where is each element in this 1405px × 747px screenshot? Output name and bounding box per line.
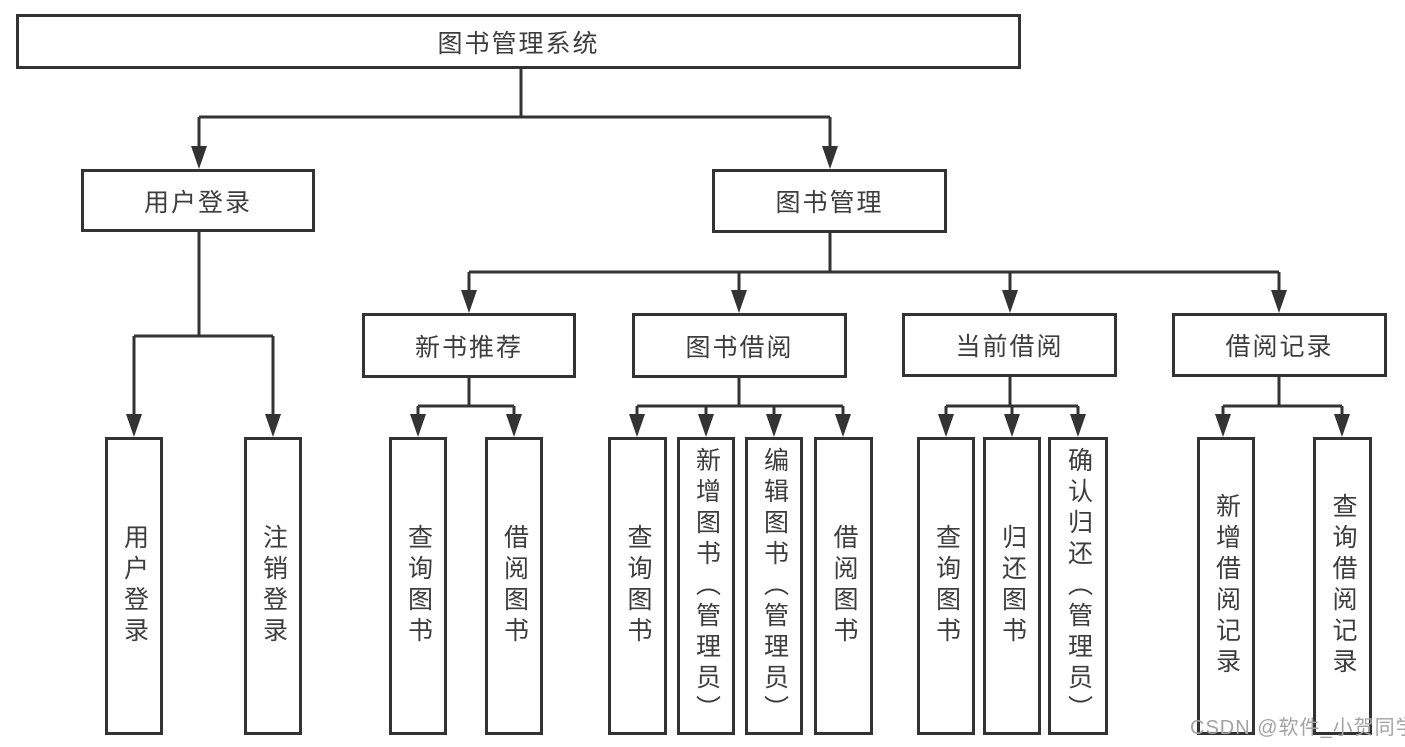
leaf-label: 注销登录 (259, 524, 288, 648)
leaf-label: 新增借阅记录 (1212, 493, 1241, 679)
node-label: 借阅记录 (1225, 333, 1334, 361)
leaf-borrow-query-book: 查询图书 (608, 437, 667, 735)
leaf-current-query-book: 查询图书 (917, 437, 975, 735)
leaf-borrow-edit-book-admin: 编辑图书（管理员） (745, 437, 803, 735)
leaf-label: 查询图书 (624, 524, 652, 648)
leaf-label: 用户登录 (120, 524, 149, 648)
node-label: 图书管理系统 (437, 29, 600, 58)
leaf-label: 借阅图书 (830, 524, 858, 648)
leaf-label: 编辑图书（管理员） (760, 446, 789, 726)
leaf-user-login: 用户登录 (105, 437, 163, 735)
leaf-borrow-borrow-book: 借阅图书 (814, 437, 873, 735)
node-borrow-records: 借阅记录 (1172, 313, 1387, 377)
node-label: 新书推荐 (414, 333, 523, 362)
leaf-label: 借阅图书 (500, 524, 529, 648)
leaf-newbook-borrow-book: 借阅图书 (485, 437, 543, 735)
leaf-label: 查询图书 (404, 524, 433, 648)
node-label: 用户登录 (143, 188, 252, 217)
leaf-records-add-record: 新增借阅记录 (1197, 437, 1255, 735)
leaf-label: 新增图书（管理员） (692, 446, 721, 726)
node-book-borrow: 图书借阅 (632, 313, 847, 378)
leaf-label: 查询借阅记录 (1329, 493, 1357, 679)
leaf-borrow-add-book-admin: 新增图书（管理员） (677, 437, 735, 735)
leaf-current-confirm-return-admin: 确认归还（管理员） (1048, 437, 1108, 735)
node-current-borrow: 当前借阅 (902, 313, 1117, 377)
node-user-login: 用户登录 (81, 169, 315, 232)
leaf-label: 归还图书 (998, 524, 1027, 648)
leaf-label: 确认归还（管理员） (1064, 446, 1093, 726)
leaf-label: 查询图书 (932, 524, 961, 648)
watermark: CSDN @软件_小贺同学 (1190, 717, 1405, 739)
node-label: 图书管理 (775, 189, 884, 217)
leaf-current-return-book: 归还图书 (983, 437, 1041, 735)
leaf-logout: 注销登录 (244, 437, 302, 735)
node-new-book-recommend: 新书推荐 (362, 313, 576, 378)
node-book-management-system: 图书管理系统 (16, 14, 1021, 69)
node-book-mgmt: 图书管理 (712, 169, 947, 233)
node-label: 当前借阅 (955, 333, 1064, 361)
leaf-newbook-query-book: 查询图书 (389, 437, 447, 735)
node-label: 图书借阅 (685, 333, 794, 362)
leaf-records-query-record: 查询借阅记录 (1313, 437, 1372, 735)
